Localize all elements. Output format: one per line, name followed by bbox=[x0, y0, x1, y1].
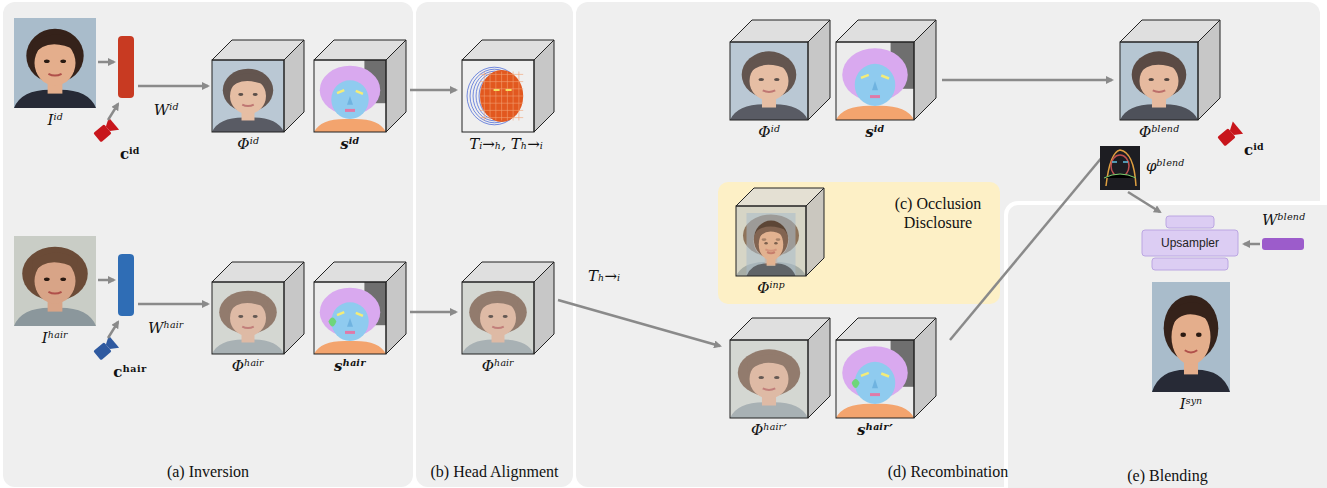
math-label: Wⁱᵈ bbox=[154, 102, 178, 119]
panel-caption: (b) Head Alignment bbox=[416, 463, 573, 481]
block-label: Upsampler bbox=[1161, 236, 1219, 250]
volume-cube bbox=[212, 40, 304, 132]
flow-arrow bbox=[942, 79, 1112, 82]
panel-caption: (d) Recombination bbox=[576, 463, 1320, 481]
panel-caption: (e) Blending bbox=[1008, 467, 1327, 485]
flow-arrow bbox=[410, 89, 456, 92]
upsampler-tier bbox=[1142, 230, 1238, 256]
math-label: Φʰᵃⁱʳ′ bbox=[751, 422, 787, 439]
face-image bbox=[212, 60, 284, 132]
upsampler-block: Upsampler bbox=[1140, 214, 1240, 272]
flow-arrow bbox=[108, 104, 118, 120]
face-image bbox=[462, 282, 534, 354]
volume-cube bbox=[462, 40, 554, 132]
math-label: Φʰᵃⁱʳ bbox=[482, 358, 515, 375]
face-image bbox=[1152, 282, 1230, 392]
volume-cube bbox=[836, 318, 936, 418]
segmentation-map bbox=[836, 42, 914, 120]
segmentation-map bbox=[314, 60, 386, 132]
math-label: Wʰᵃⁱʳ bbox=[148, 320, 184, 337]
encoder-block bbox=[118, 36, 134, 98]
box-title: (c) Occlusion Disclosure bbox=[884, 194, 992, 232]
volume-cube bbox=[836, 20, 936, 120]
math-label: sʰᵃⁱʳ′ bbox=[857, 422, 893, 439]
face-image bbox=[212, 282, 284, 354]
camera-icon bbox=[1216, 122, 1243, 148]
flow-arrow bbox=[98, 61, 114, 64]
math-label: Tᵢ→ₕ, Tₕ→ᵢ bbox=[469, 136, 543, 153]
flow-arrow bbox=[138, 303, 208, 306]
segmentation-map bbox=[836, 340, 914, 418]
math-label: sʰᵃⁱʳ bbox=[334, 358, 366, 375]
face-image bbox=[14, 18, 96, 108]
math-label: Wᵇˡᵉⁿᵈ bbox=[1262, 212, 1305, 229]
face-image bbox=[747, 213, 796, 276]
flow-arrow bbox=[98, 279, 114, 282]
flow-arrow bbox=[138, 85, 208, 88]
face-image bbox=[730, 340, 808, 418]
camera-icon bbox=[92, 336, 119, 362]
volume-cube bbox=[212, 262, 304, 354]
flow-arrow bbox=[410, 311, 456, 314]
encoder-block bbox=[1262, 238, 1304, 250]
head-mesh bbox=[467, 67, 523, 125]
encoder-block bbox=[118, 254, 134, 316]
volume-cube bbox=[1120, 20, 1220, 120]
math-label: Φʰᵃⁱʳ bbox=[232, 358, 265, 375]
math-label: Φⁱⁿᵖ bbox=[757, 280, 784, 297]
volume-cube bbox=[314, 40, 406, 132]
flow-arrow bbox=[108, 322, 118, 338]
math-label: cⁱᵈ bbox=[1244, 142, 1264, 159]
math-label: Φⁱᵈ bbox=[758, 124, 779, 141]
volume-cube bbox=[314, 262, 406, 354]
math-label: cⁱᵈ bbox=[120, 146, 140, 163]
flow-arrow bbox=[1244, 243, 1260, 246]
math-label: sⁱᵈ bbox=[865, 124, 885, 141]
face-image bbox=[14, 236, 96, 326]
math-label: φᵇˡᵉⁿᵈ bbox=[1146, 158, 1184, 175]
math-label: Tₕ→ᵢ bbox=[588, 268, 620, 285]
panel-caption: (a) Inversion bbox=[3, 463, 413, 481]
flow-arrow bbox=[1128, 192, 1160, 212]
feature-image bbox=[1100, 146, 1140, 190]
math-label: sⁱᵈ bbox=[340, 136, 360, 153]
math-label: Iʰᵃⁱʳ bbox=[42, 330, 68, 347]
math-label: Iⁱᵈ bbox=[48, 112, 63, 129]
face-image bbox=[736, 206, 806, 276]
volume-cube bbox=[730, 20, 830, 120]
upsampler-tier bbox=[1152, 258, 1228, 270]
math-label: cʰᵃⁱʳ bbox=[113, 364, 147, 381]
volume-cube bbox=[730, 318, 830, 418]
segmentation-map bbox=[314, 282, 386, 354]
flow-arrow bbox=[558, 300, 720, 346]
math-label: Iˢʸⁿ bbox=[1180, 396, 1202, 413]
flow-arrow bbox=[950, 150, 1108, 340]
math-label: Φᵇˡᵉⁿᵈ bbox=[1139, 124, 1179, 141]
volume-cube bbox=[462, 262, 554, 354]
face-image bbox=[1120, 42, 1198, 120]
upsampler-tier bbox=[1166, 216, 1214, 228]
math-label: Φⁱᵈ bbox=[237, 136, 258, 153]
volume-cube bbox=[736, 188, 824, 276]
face-image bbox=[730, 42, 808, 120]
camera-icon bbox=[92, 118, 119, 144]
